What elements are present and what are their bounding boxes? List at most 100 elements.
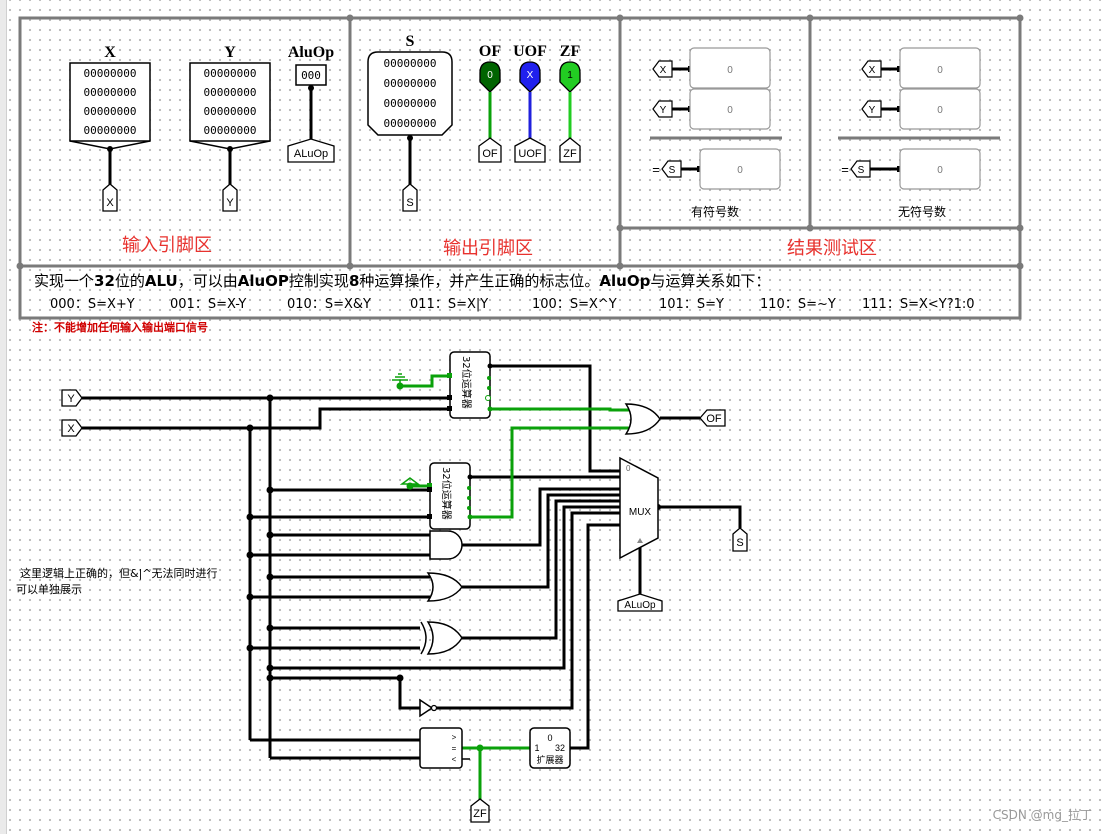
unsigned-test-panel: X 0 Y 0 = S 0 无符号数: [838, 47, 1000, 219]
input-pin-y[interactable]: Y 00000000 00000000 00000000 00000000 Y: [189, 44, 271, 212]
ext-right: 32: [555, 743, 565, 753]
unsigned-s-tunnel: S: [858, 165, 865, 176]
input-zone-title: 输入引脚区: [122, 235, 212, 256]
adder-2-label: 32位运算器: [440, 467, 453, 520]
not-gate[interactable]: [419, 698, 438, 718]
x-input-tunnel[interactable]: X: [61, 419, 83, 437]
xor-gate[interactable]: [420, 621, 463, 655]
zf-led-tunnel-label: ZF: [563, 148, 577, 160]
s-output-tunnel[interactable]: S: [732, 527, 748, 552]
unsigned-x-tunnel: X: [869, 65, 876, 76]
uof-led-title: UOF: [513, 43, 547, 60]
unsigned-label: 无符号数: [898, 204, 946, 219]
input-pin-x[interactable]: X 00000000 00000000 00000000 00000000 X: [69, 44, 151, 212]
s-bits-row-4: 00000000: [384, 117, 437, 130]
test-zone-title: 结果测试区: [787, 238, 877, 259]
of-output-label: OF: [706, 413, 722, 425]
zf-output-label: ZF: [473, 808, 487, 820]
y-bits-row-3: 00000000: [204, 105, 257, 118]
unsigned-y-tunnel: Y: [869, 105, 876, 116]
x-bits-row-3: 00000000: [84, 105, 137, 118]
of-or-gate[interactable]: [624, 403, 661, 435]
cmp-lt: <: [452, 755, 457, 764]
x-tunnel-label: X: [106, 197, 114, 209]
output-zone-title: 输出引脚区: [443, 238, 533, 259]
mux-label: MUX: [629, 507, 652, 518]
output-led-zf[interactable]: ZF 1 ZF: [559, 43, 581, 163]
x-bits-row-4: 00000000: [84, 124, 137, 137]
input-pin-aluop[interactable]: AluOp 000 ALuOp: [287, 44, 335, 163]
aluop-input-tunnel[interactable]: ALuOp: [617, 593, 663, 612]
signed-x-probe[interactable]: [689, 47, 771, 89]
s-out-tunnel-label: S: [406, 197, 413, 209]
s-output-label: S: [736, 537, 743, 549]
and-gate[interactable]: [429, 530, 463, 560]
of-led-tunnel-label: OF: [482, 148, 498, 160]
aluop-pin-title: AluOp: [288, 44, 334, 61]
x-bits-row-2: 00000000: [84, 86, 137, 99]
unsigned-x-value: 0: [937, 65, 943, 76]
frame-corner-dots: [16, 14, 1024, 270]
y-bits-row-1: 00000000: [204, 67, 257, 80]
x-input-label: X: [67, 423, 75, 435]
side-note-line-2: 可以单独展示: [16, 583, 82, 596]
of-led-title: OF: [479, 43, 501, 60]
bit-extender[interactable]: 0 1 32 扩展器: [529, 727, 571, 769]
io-note: 注：不能增加任何输入输出端口信号: [32, 320, 208, 334]
zf-output-tunnel[interactable]: ZF: [470, 798, 490, 823]
uof-led-tunnel-label: UOF: [518, 148, 542, 160]
uof-led-value: X: [527, 70, 534, 81]
or-gate[interactable]: [426, 572, 463, 602]
op-010: 010：S=X&Y: [287, 297, 371, 312]
adder-1-label: 32位运算器: [460, 356, 473, 409]
unsigned-x-probe[interactable]: [899, 47, 981, 89]
ground-symbol: [392, 373, 408, 386]
unsigned-y-probe[interactable]: [899, 88, 981, 130]
op-table: 000：S=X+Y 001：S=X-Y 010：S=X&Y 011：S=X|Y …: [50, 297, 975, 312]
y-input-tunnel[interactable]: Y: [61, 389, 83, 407]
op-011: 011：S=X|Y: [410, 297, 488, 312]
signed-y-value: 0: [727, 105, 733, 116]
output-led-uof[interactable]: UOF X UOF: [513, 43, 547, 163]
unsigned-y-value: 0: [937, 105, 943, 116]
unsigned-s-value: 0: [937, 165, 943, 176]
signed-eq-sign: =: [652, 162, 660, 177]
y-input-label: Y: [67, 393, 75, 405]
unsigned-s-probe[interactable]: [899, 148, 981, 190]
y-bits-row-2: 00000000: [204, 86, 257, 99]
op-101: 101：S=Y: [659, 297, 724, 312]
op-111: 111：S=X<Y?1:0: [862, 297, 975, 312]
of-output-tunnel[interactable]: OF: [699, 409, 726, 427]
op-000: 000：S=X+Y: [50, 297, 135, 312]
description-line-1: 实现一个32位的ALU，可以由AluOP控制实现8种运算操作，并产生正确的标志位…: [34, 272, 770, 290]
zf-led-title: ZF: [560, 43, 581, 60]
signed-x-value: 0: [727, 65, 733, 76]
x-pin-title: X: [104, 44, 116, 61]
s-pin-title: S: [406, 33, 415, 50]
x-bits-row-1: 00000000: [84, 67, 137, 80]
signed-test-panel: X 0 Y 0 = S 0 有符号数: [650, 47, 782, 219]
output-pin-s[interactable]: S 00000000 00000000 00000000 00000000 S: [367, 33, 453, 212]
op-001: 001：S=X-Y: [170, 297, 246, 312]
adder-2[interactable]: 32位运算器: [427, 462, 473, 530]
s-bits-row-3: 00000000: [384, 97, 437, 110]
scrollbar-left[interactable]: [0, 0, 7, 834]
y-bits-row-4: 00000000: [204, 124, 257, 137]
mux[interactable]: MUX 0: [619, 456, 659, 560]
comparator[interactable]: > = <: [419, 727, 470, 769]
cmp-gt: >: [452, 733, 457, 742]
adder-1[interactable]: 32位运算器: [447, 351, 493, 419]
cmp-eq: =: [452, 744, 457, 753]
op-100: 100：S=X^Y: [532, 297, 617, 312]
signed-s-probe[interactable]: [699, 148, 781, 190]
wire-junctions: [246, 394, 661, 682]
y-tunnel-label: Y: [226, 197, 234, 209]
zf-led-value: 1: [567, 70, 573, 81]
signed-label: 有符号数: [691, 204, 739, 219]
signed-y-tunnel: Y: [660, 105, 667, 116]
green-junctions: [396, 382, 484, 752]
ext-label: 扩展器: [536, 754, 563, 766]
signed-y-probe[interactable]: [689, 88, 771, 130]
output-led-of[interactable]: OF 0 OF: [478, 43, 502, 163]
